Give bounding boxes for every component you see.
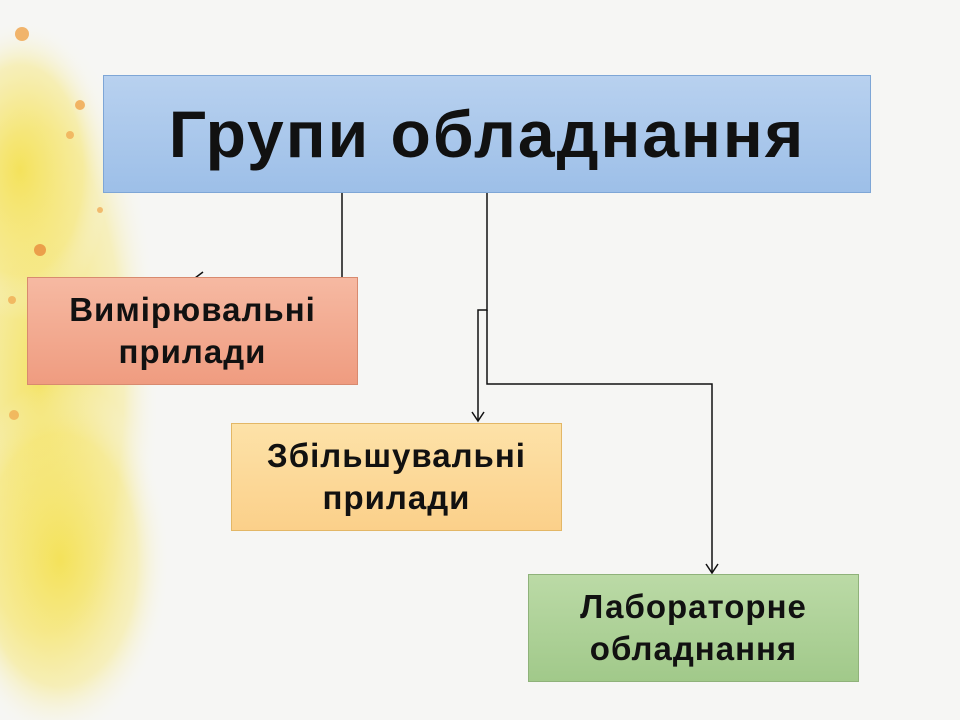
node-label-line1: Збільшувальні [267,437,526,474]
diagram-title: Групи обладнання [168,97,806,171]
arrowhead-laboratory [705,563,719,575]
diagram-title-box: Групи обладнання [103,75,871,193]
node-label-line1: Лабораторне [580,588,807,625]
node-measuring-instruments: Вимірювальні прилади [27,277,358,385]
node-label-line2: прилади [118,333,267,370]
arrowhead-magnifying [471,411,485,423]
connector-to-measuring [196,193,343,279]
node-laboratory-equipment: Лабораторне обладнання [528,574,859,682]
connector-to-magnifying [477,193,488,420]
node-label-line1: Вимірювальні [69,291,316,328]
node-label-line2: обладнання [589,630,798,667]
node-label-line2: прилади [322,479,471,516]
connector-to-laboratory [486,310,713,572]
node-magnifying-instruments: Збільшувальні прилади [231,423,562,531]
